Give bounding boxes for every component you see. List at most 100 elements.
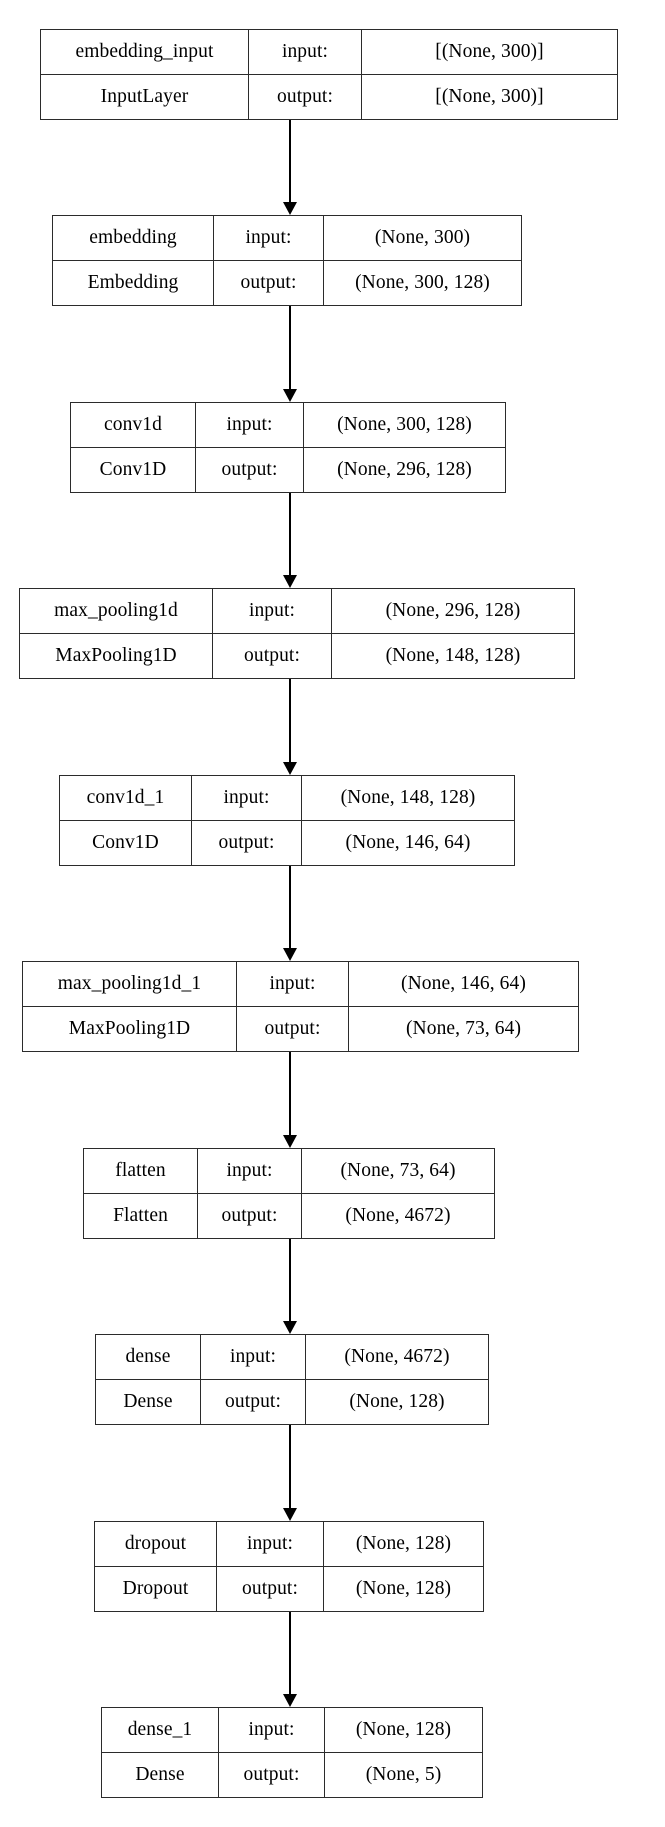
arrow-shaft-icon: [289, 679, 291, 763]
layer-class-embedding_input: InputLayer: [100, 86, 189, 108]
shape-output-dense_1: (None, 5): [324, 1753, 482, 1797]
shape-input-flatten: (None, 73, 64): [301, 1149, 494, 1193]
shape-input-conv1d_1: (None, 148, 128): [301, 776, 514, 820]
edge-flatten-to-dense: [283, 1239, 297, 1334]
layer-name-conv1d: conv1d: [103, 414, 162, 436]
shape-output-embedding_input: [(None, 300)]: [361, 75, 617, 119]
layer-row-output: Flatten output:(None, 4672): [84, 1193, 494, 1238]
edge-dropout-to-dense_1: [283, 1612, 297, 1707]
io-label-output-conv1d_1: output:: [191, 821, 301, 865]
io-label-output-conv1d: output:: [195, 448, 303, 492]
edge-embedding_input-to-embedding: [283, 120, 297, 215]
edge-dense-to-dropout: [283, 1425, 297, 1521]
arrow-head-icon: [283, 1135, 297, 1148]
arrow-shaft-icon: [289, 1239, 291, 1322]
shape-input-dense_1: (None, 128): [324, 1708, 482, 1752]
io-label-output-embedding: output:: [213, 261, 323, 305]
io-label-input-max_pooling1d_1: input:: [236, 962, 348, 1006]
io-label-output-dense: output:: [200, 1380, 305, 1424]
shape-output-dense: (None, 128): [305, 1380, 488, 1424]
layer-node-conv1d_1[interactable]: conv1d_1 input:(None, 148, 128) Conv1D outp…: [59, 775, 515, 866]
layer-class-dense_1: Dense: [135, 1764, 185, 1786]
shape-input-embedding: (None, 300): [323, 216, 521, 260]
layer-name-max_pooling1d_1: max_pooling1d_1: [57, 973, 202, 995]
arrow-head-icon: [283, 1508, 297, 1521]
shape-output-max_pooling1d: (None, 148, 128): [331, 634, 574, 678]
shape-output-embedding: (None, 300, 128): [323, 261, 521, 305]
shape-output-conv1d: (None, 296, 128): [303, 448, 505, 492]
layer-node-embedding[interactable]: embedding input:(None, 300) Embedding outpu…: [52, 215, 522, 306]
shape-input-dense: (None, 4672): [305, 1335, 488, 1379]
layer-class-flatten: Flatten: [113, 1205, 168, 1227]
io-label-input-flatten: input:: [197, 1149, 301, 1193]
arrow-shaft-icon: [289, 1425, 291, 1509]
arrow-shaft-icon: [289, 1052, 291, 1136]
arrow-head-icon: [283, 389, 297, 402]
io-label-input-conv1d_1: input:: [191, 776, 301, 820]
arrow-head-icon: [283, 1321, 297, 1334]
layer-name-max_pooling1d: max_pooling1d: [54, 600, 178, 622]
layer-node-flatten[interactable]: flatten input:(None, 73, 64) Flatten output…: [83, 1148, 495, 1239]
io-label-output-flatten: output:: [197, 1194, 301, 1238]
layer-row-input: dropout input:(None, 128): [95, 1522, 483, 1566]
io-label-output-dropout: output:: [216, 1567, 323, 1611]
shape-input-conv1d: (None, 300, 128): [303, 403, 505, 447]
layer-class-conv1d_1: Conv1D: [92, 832, 159, 854]
arrow-head-icon: [283, 575, 297, 588]
layer-name-dense: dense: [125, 1346, 171, 1368]
io-label-input-max_pooling1d: input:: [212, 589, 331, 633]
layer-row-output: Embedding output:(None, 300, 128): [53, 260, 521, 305]
io-label-input-dropout: input:: [216, 1522, 323, 1566]
io-label-input-conv1d: input:: [195, 403, 303, 447]
shape-input-dropout: (None, 128): [323, 1522, 483, 1566]
edge-max_pooling1d-to-conv1d_1: [283, 679, 297, 775]
edge-embedding-to-conv1d: [283, 306, 297, 402]
arrow-head-icon: [283, 1694, 297, 1707]
layer-row-output: Conv1D output:(None, 146, 64): [60, 820, 514, 865]
shape-output-conv1d_1: (None, 146, 64): [301, 821, 514, 865]
layer-row-input: conv1d input:(None, 300, 128): [71, 403, 505, 447]
edge-conv1d-to-max_pooling1d: [283, 493, 297, 588]
layer-name-conv1d_1: conv1d_1: [86, 787, 165, 809]
layer-row-input: dense_1 input:(None, 128): [102, 1708, 482, 1752]
layer-name-embedding: embedding: [89, 227, 177, 249]
layer-class-max_pooling1d_1: MaxPooling1D: [68, 1018, 191, 1040]
arrow-shaft-icon: [289, 1612, 291, 1695]
io-label-output-embedding_input: output:: [248, 75, 361, 119]
layer-name-dense_1: dense_1: [127, 1719, 193, 1741]
arrow-head-icon: [283, 762, 297, 775]
shape-output-dropout: (None, 128): [323, 1567, 483, 1611]
layer-name-flatten: flatten: [115, 1160, 166, 1182]
shape-output-max_pooling1d_1: (None, 73, 64): [348, 1007, 578, 1051]
arrow-shaft-icon: [289, 493, 291, 576]
layer-class-dense: Dense: [123, 1391, 173, 1413]
edge-max_pooling1d_1-to-flatten: [283, 1052, 297, 1148]
shape-output-flatten: (None, 4672): [301, 1194, 494, 1238]
arrow-shaft-icon: [289, 866, 291, 949]
layer-row-output: MaxPooling1D output:(None, 148, 128): [20, 633, 574, 678]
io-label-input-dense_1: input:: [218, 1708, 324, 1752]
io-label-input-embedding: input:: [213, 216, 323, 260]
arrow-head-icon: [283, 948, 297, 961]
io-label-output-max_pooling1d: output:: [212, 634, 331, 678]
layer-row-input: flatten input:(None, 73, 64): [84, 1149, 494, 1193]
layer-class-embedding: Embedding: [87, 272, 179, 294]
layer-row-output: Dense output:(None, 128): [96, 1379, 488, 1424]
arrow-head-icon: [283, 202, 297, 215]
layer-class-max_pooling1d: MaxPooling1D: [55, 645, 177, 667]
layer-row-output: InputLayer output:[(None, 300)]: [41, 74, 617, 119]
layer-name-dropout: dropout: [124, 1533, 187, 1555]
io-label-input-embedding_input: input:: [248, 30, 361, 74]
